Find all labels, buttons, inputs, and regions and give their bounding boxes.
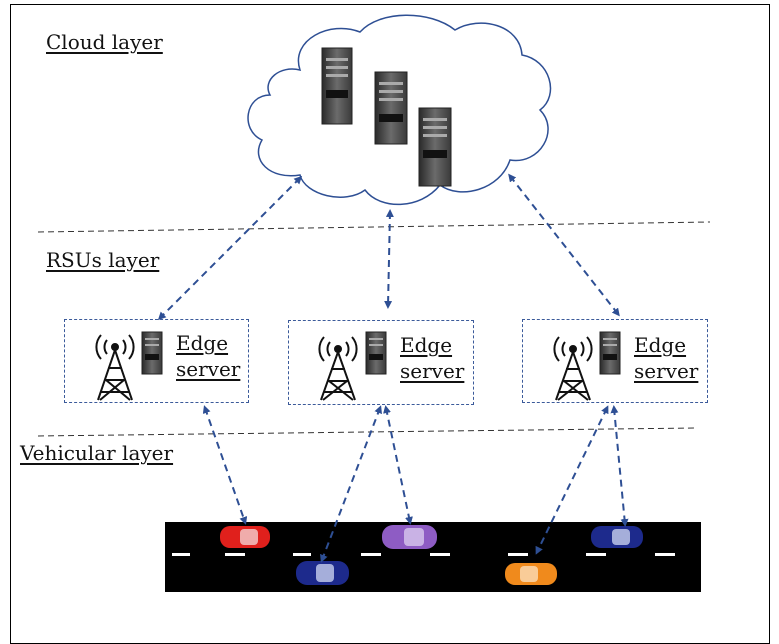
- server-icon: [374, 71, 408, 145]
- car-icon: [505, 563, 557, 585]
- rsu-edge-box: [522, 319, 708, 403]
- car-icon: [382, 525, 437, 549]
- rsu-edge-box: [64, 319, 249, 403]
- edge-server-label: Edge server: [400, 332, 464, 384]
- vehicular-layer-label: Vehicular layer: [20, 441, 174, 465]
- rsus-layer-label: RSUs layer: [46, 248, 160, 272]
- rsu-vehicle-link: [610, 405, 629, 527]
- rsu-vehicle-link: [383, 405, 413, 525]
- cloud-rsu-link: [384, 209, 394, 309]
- antenna-tower-icon: [95, 334, 135, 401]
- server-icon: [321, 47, 353, 125]
- edge-server-line1: Edge: [176, 331, 229, 355]
- rsu-vehicle-link: [202, 405, 248, 525]
- edge-server-label: Edge server: [176, 330, 240, 382]
- edge-server-line2: server: [634, 359, 699, 383]
- diagram-graphics: [37, 14, 711, 592]
- car-icon: [220, 526, 270, 548]
- cloud-rsu-link: [508, 173, 620, 317]
- edge-server-line2: server: [400, 359, 465, 383]
- edge-server-line2: server: [176, 357, 241, 381]
- layer-divider: [37, 221, 711, 233]
- diagram: Cloud layer RSUs layer Vehicular layer E…: [10, 4, 770, 644]
- rsu-edge-box: [288, 320, 474, 405]
- edge-server-line1: Edge: [634, 333, 687, 357]
- edge-server-line1: Edge: [400, 333, 453, 357]
- server-icon: [418, 107, 452, 187]
- server-icon: [141, 331, 163, 375]
- edge-server-label: Edge server: [634, 332, 698, 384]
- rsu-vehicle-link: [535, 405, 609, 555]
- car-icon: [591, 526, 643, 548]
- car-icon: [296, 561, 349, 585]
- server-icon: [365, 331, 387, 375]
- cloud-rsu-link: [157, 175, 303, 321]
- server-icon: [599, 331, 621, 375]
- antenna-tower-icon: [553, 336, 593, 401]
- antenna-tower-icon: [318, 336, 358, 401]
- cloud-layer-label: Cloud layer: [46, 30, 163, 54]
- rsu-vehicle-link: [320, 405, 382, 563]
